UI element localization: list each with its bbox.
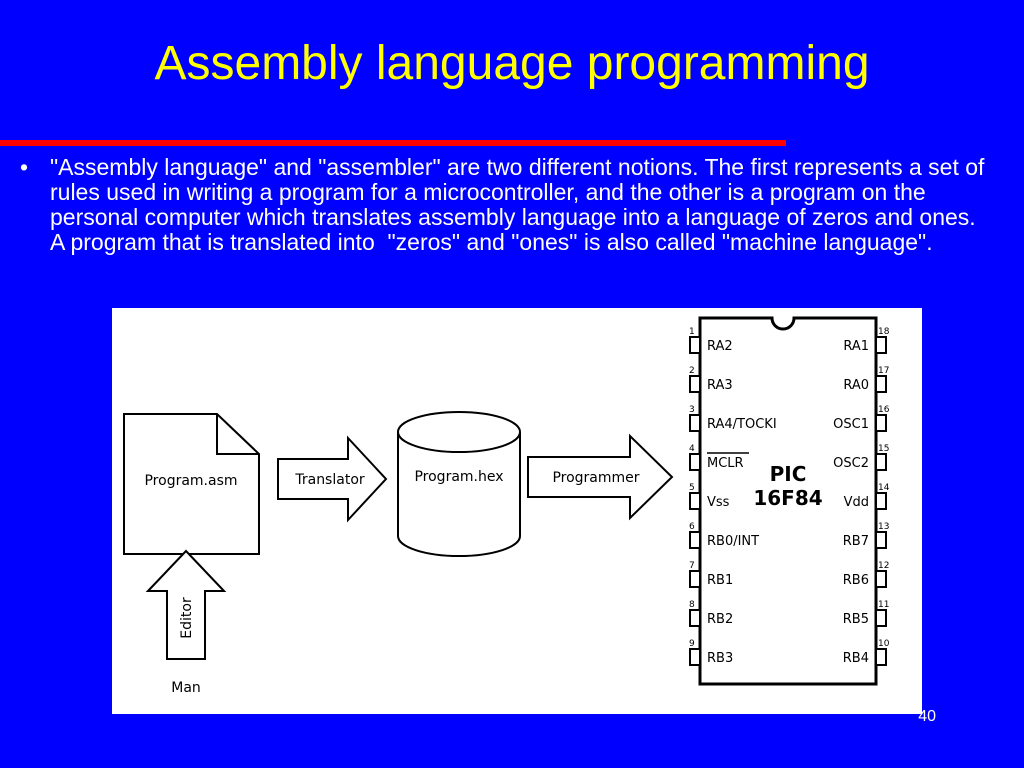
pin-label: RB0/INT <box>707 534 759 549</box>
pin-label: RA0 <box>843 378 869 393</box>
pin-13 <box>875 531 887 549</box>
pin-label: RB5 <box>843 612 869 627</box>
pin-4 <box>689 453 701 471</box>
pin-number: 14 <box>878 483 890 493</box>
pin-number: 8 <box>689 600 695 610</box>
pin-label: RB4 <box>843 651 869 666</box>
pin-number: 13 <box>878 522 889 532</box>
pin-8 <box>689 609 701 627</box>
database-cylinder-icon <box>397 411 521 557</box>
pin-10 <box>875 648 887 666</box>
pin-label: Vss <box>707 495 730 510</box>
programmer-label: Programmer <box>552 470 639 486</box>
chip-body <box>698 316 878 686</box>
pin-label: RB1 <box>707 573 733 588</box>
document-icon <box>123 413 260 555</box>
editor-label: Editor <box>179 597 195 639</box>
pin-number: 18 <box>878 327 890 337</box>
pin-number: 17 <box>878 366 889 376</box>
programmer-arrow-icon <box>527 433 674 521</box>
pin-label: RB7 <box>843 534 869 549</box>
pin-label: RA3 <box>707 378 733 393</box>
pin-17 <box>875 375 887 393</box>
pin-7 <box>689 570 701 588</box>
pin-number: 1 <box>689 327 695 337</box>
pin-18 <box>875 336 887 354</box>
bullet-text: "Assembly language" and "assembler" are … <box>50 154 991 255</box>
pin-1 <box>689 336 701 354</box>
pin-number: 12 <box>878 561 889 571</box>
pin-number: 6 <box>689 522 695 532</box>
pin-label: MCLR <box>707 456 744 471</box>
program-hex-label: Program.hex <box>414 469 503 485</box>
translator-arrow-icon <box>277 435 388 523</box>
slide-title: Assembly language programming <box>154 37 870 90</box>
pin-label: RA2 <box>707 339 733 354</box>
translator-label: Translator <box>294 472 365 488</box>
pin-label: RA1 <box>843 339 869 354</box>
pin-number: 2 <box>689 366 695 376</box>
pin-number: 7 <box>689 561 695 571</box>
pin-number: 15 <box>878 444 889 454</box>
program-asm-label: Program.asm <box>144 473 237 489</box>
pin-12 <box>875 570 887 588</box>
pin-5 <box>689 492 701 510</box>
pin-label: RB3 <box>707 651 733 666</box>
assembly-flow-diagram: Program.asm Translator Program.hex Progr… <box>112 308 922 714</box>
pin-15 <box>875 453 887 471</box>
chip-name-line1: PIC <box>770 462 807 486</box>
pin-number: 3 <box>689 405 695 415</box>
pin-14 <box>875 492 887 510</box>
pin-11 <box>875 609 887 627</box>
pin-label: RB6 <box>843 573 869 588</box>
pin-number: 11 <box>878 600 889 610</box>
pin-3 <box>689 414 701 432</box>
pin-label: RB2 <box>707 612 733 627</box>
pin-number: 4 <box>689 444 695 454</box>
pin-number: 5 <box>689 483 695 493</box>
pin-2 <box>689 375 701 393</box>
pin-label: OSC2 <box>833 456 869 471</box>
page-number: 40 <box>918 708 936 725</box>
pin-label: OSC1 <box>833 417 869 432</box>
pin-16 <box>875 414 887 432</box>
pin-number: 16 <box>878 405 890 415</box>
man-label: Man <box>171 680 201 696</box>
title-underline-rule <box>0 140 786 146</box>
pin-6 <box>689 531 701 549</box>
pin-number: 10 <box>878 639 890 649</box>
chip-name-line2: 16F84 <box>753 486 822 510</box>
diagram-canvas: Program.asm Translator Program.hex Progr… <box>123 316 890 696</box>
pin-9 <box>689 648 701 666</box>
bullet-icon: • <box>20 154 29 180</box>
editor-arrow-icon <box>145 549 227 660</box>
pin-label: RA4/TOCKI <box>707 417 777 432</box>
pin-number: 9 <box>689 639 695 649</box>
pin-label: Vdd <box>844 495 869 510</box>
